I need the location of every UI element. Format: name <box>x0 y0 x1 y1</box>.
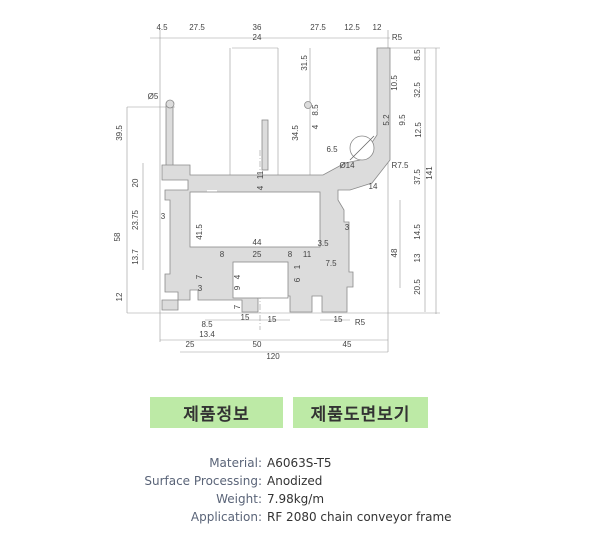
spec-label: Application: <box>190 510 262 524</box>
dimension-label: 141 <box>425 166 434 180</box>
dimension-label: 39.5 <box>115 125 124 141</box>
dimension-label: 11 <box>303 250 312 259</box>
spec-label: Surface Processing: <box>144 474 262 488</box>
dimension-label: 48 <box>390 248 399 257</box>
dimension-label: 15 <box>241 313 250 322</box>
dimension-label: 120 <box>266 352 280 361</box>
dimension-label: 7 <box>195 274 204 279</box>
dimension-label: 8.5 <box>413 49 422 61</box>
dimension-label: 9.5 <box>398 114 407 126</box>
dimension-label: 8.5 <box>201 320 213 329</box>
dimension-label: 8 <box>288 250 293 259</box>
dimension-label: 27.5 <box>189 23 205 32</box>
dimension-label: 13 <box>413 253 422 262</box>
dimension-label: 7.5 <box>325 259 337 268</box>
spec-value: RF 2080 chain conveyor frame <box>267 510 452 524</box>
dimension-label: 58 <box>113 232 122 241</box>
dimension-label: 15 <box>334 315 343 324</box>
dimension-label: 4.5 <box>156 23 168 32</box>
dimension-label: 6 <box>293 277 302 282</box>
dimension-label: 37.5 <box>413 169 422 185</box>
dimension-label: 8 <box>220 250 225 259</box>
dimension-label: 44 <box>253 238 262 247</box>
dimension-label: 20.5 <box>413 279 422 295</box>
dimension-label: 3 <box>345 223 350 232</box>
dimension-label: 7 <box>233 304 242 309</box>
dimension-label: 10.5 <box>390 75 399 91</box>
spec-label: Weight: <box>216 492 262 506</box>
dimension-label: 14.5 <box>413 224 422 240</box>
dimension-label: 41.5 <box>195 224 204 240</box>
spec-row-material: Material: A6063S-T5 <box>0 454 600 472</box>
dimension-label: 27.5 <box>310 23 326 32</box>
dimension-label: 14 <box>369 182 378 191</box>
dimension-label: R5 <box>355 318 366 327</box>
dimension-label: 8.5 <box>311 104 320 116</box>
dimension-label: 32.5 <box>413 82 422 98</box>
dimension-label: R7.5 <box>392 161 409 170</box>
dimension-label: 3 <box>198 284 203 293</box>
dimension-label: 12 <box>373 23 382 32</box>
dimension-label: 13.7 <box>131 249 140 265</box>
product-info-button[interactable]: 제품정보 <box>150 397 283 428</box>
spec-value: A6063S-T5 <box>267 456 332 470</box>
dimension-label: 11 <box>256 170 265 179</box>
dimension-label: 6.5 <box>326 145 338 154</box>
dimension-label: 34.5 <box>291 125 300 141</box>
dimension-label: 4 <box>311 124 320 129</box>
spec-value: Anodized <box>267 474 323 488</box>
dimension-label: 13.4 <box>199 330 215 339</box>
dimension-label: Ø14 <box>339 161 355 170</box>
dimension-label: 25 <box>186 340 195 349</box>
dimension-label: 3.5 <box>317 239 329 248</box>
dimension-label: 9 <box>233 285 242 290</box>
dimension-label: 4 <box>256 185 265 190</box>
dimension-label: 3 <box>161 212 166 221</box>
dimension-label: 25 <box>253 250 262 259</box>
dimension-label: 36 <box>253 23 262 32</box>
dimension-label: 15 <box>268 315 277 324</box>
dimension-label: 1 <box>293 264 302 269</box>
dimension-label: 23.75 <box>131 209 140 230</box>
dimension-label: 31.5 <box>300 55 309 71</box>
dimension-label: R5 <box>392 33 403 42</box>
dimension-label: 20 <box>131 178 140 187</box>
dimension-label: 24 <box>253 33 262 42</box>
spec-row-surface: Surface Processing: Anodized <box>0 472 600 490</box>
dimension-label: 50 <box>253 340 262 349</box>
dimension-label: 12.5 <box>414 122 423 138</box>
aluminum-profile <box>161 47 391 313</box>
dimension-label: 4 <box>233 274 242 279</box>
dimension-label: Ø5 <box>148 92 159 101</box>
dimension-label: 45 <box>343 340 352 349</box>
dimension-label: 12 <box>115 292 124 301</box>
dimension-label: 5.2 <box>382 114 391 126</box>
spec-value: 7.98kg/m <box>267 492 325 506</box>
spec-label: Material: <box>209 456 262 470</box>
product-drawing-button[interactable]: 제품도면보기 <box>293 397 428 428</box>
dimension-label: 12.5 <box>344 23 360 32</box>
spec-row-weight: Weight: 7.98kg/m <box>0 490 600 508</box>
spec-row-application: Application: RF 2080 chain conveyor fram… <box>0 508 600 526</box>
